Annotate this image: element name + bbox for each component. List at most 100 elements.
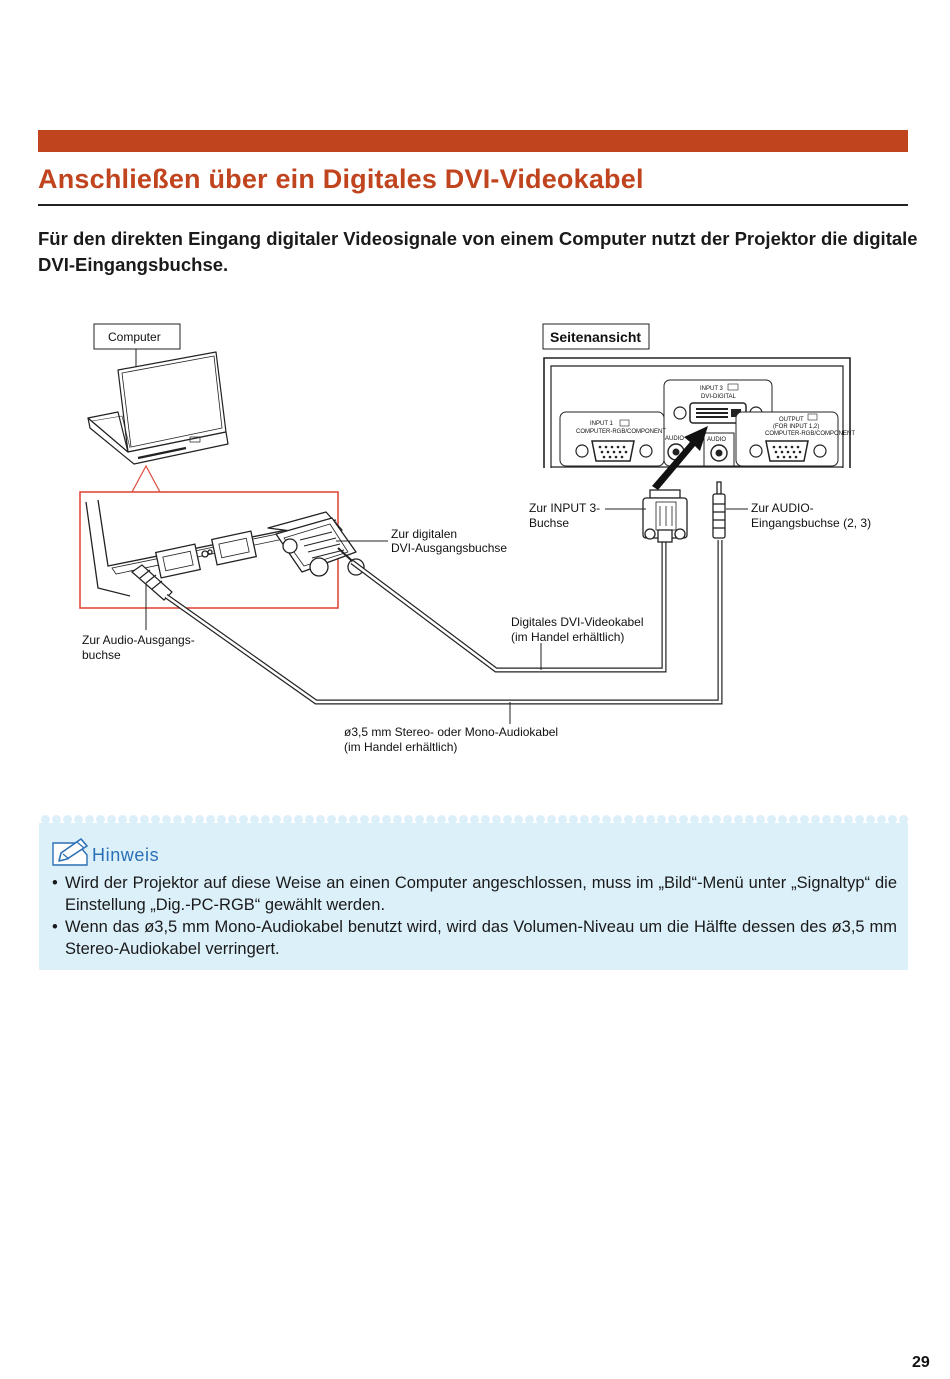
- note-edge-dot: [228, 815, 237, 824]
- note-title: Hinweis: [92, 845, 160, 865]
- note-edge-dot: [844, 815, 853, 824]
- dvi-output-label-line2: DVI-Ausgangsbuchse: [391, 541, 507, 555]
- note-edge-dot: [184, 815, 193, 824]
- audio-input-label-line1: Zur AUDIO-: [751, 501, 814, 515]
- panel-input1-label: INPUT 1: [590, 421, 614, 427]
- note-edge-dot: [767, 815, 776, 824]
- note-edge-dot: [96, 815, 105, 824]
- note-edge-dot: [327, 815, 336, 824]
- note-edge-dot: [745, 815, 754, 824]
- dvi-cable-label-line1: Digitales DVI-Videokabel: [511, 615, 644, 629]
- note-edge-dot: [492, 815, 501, 824]
- note-edge-dot: [723, 815, 732, 824]
- dvi-plug-laptop: [267, 511, 365, 577]
- note-edge-dot: [426, 815, 435, 824]
- side-view-label: Seitenansicht: [550, 329, 641, 345]
- page-number: 29: [912, 1354, 930, 1371]
- note-edge-dot: [536, 815, 545, 824]
- note-edge-dot: [250, 815, 259, 824]
- note-edge-dot: [503, 815, 512, 824]
- audio-plug-laptop: [131, 564, 173, 601]
- dvi-output-label-line1: Zur digitalen: [391, 527, 457, 541]
- panel-output-label: OUTPUT: [779, 417, 804, 423]
- note-edge-dot: [338, 815, 347, 824]
- note-edge-dot: [195, 815, 204, 824]
- audio-input-label-line2: Eingangsbuchse (2, 3): [751, 516, 871, 530]
- dvi-cable: [350, 540, 667, 673]
- note-edge-dot: [415, 815, 424, 824]
- page-title: Anschließen über ein Digitales DVI-Video…: [38, 164, 644, 194]
- note-edge-dot: [877, 815, 886, 824]
- input3-label-line1: Zur INPUT 3-: [529, 501, 600, 515]
- note-edge-dot: [448, 815, 457, 824]
- pencil-note-icon: [52, 838, 88, 866]
- note-edge-dot: [679, 815, 688, 824]
- note-edge-dot: [283, 815, 292, 824]
- header-color-bar: [38, 130, 908, 152]
- note-edge-dot: [129, 815, 138, 824]
- laptop-illustration: [87, 351, 229, 465]
- note-edge-dot: [525, 815, 534, 824]
- vga-port-input1: [591, 440, 635, 462]
- note-edge-dot: [778, 815, 787, 824]
- note-edge-dot: [734, 815, 743, 824]
- audio-cable-label-line1: ø3,5 mm Stereo- oder Mono-Audiokabel: [344, 725, 558, 739]
- audio-output-label-line2: buchse: [82, 648, 121, 662]
- note-edge-dot: [800, 815, 809, 824]
- dvi-cable-label-line2: (im Handel erhältlich): [511, 630, 624, 644]
- note-edge-dot: [646, 815, 655, 824]
- note-edge-dot: [217, 815, 226, 824]
- intro-text: Für den direkten Eingang digitaler Video…: [38, 228, 918, 275]
- note-edge-dot: [107, 815, 116, 824]
- audio-cable-label-line2: (im Handel erhältlich): [344, 740, 457, 754]
- note-edge-dot: [470, 815, 479, 824]
- note-edge-dot: [613, 815, 622, 824]
- panel-input1-sublabel: COMPUTER-RGB/COMPONENT: [576, 429, 666, 435]
- dvi-plug-projector: [642, 489, 688, 543]
- note-edge-dot: [668, 815, 677, 824]
- note-box: Hinweis Wird der Projektor auf diese Wei…: [39, 815, 908, 970]
- panel-input3-sublabel: DVI-DIGITAL: [701, 394, 737, 400]
- note-edge-dot: [404, 815, 413, 824]
- connection-diagram: Computer: [79, 323, 871, 754]
- note-edge-dot: [690, 815, 699, 824]
- note-edge-dot: [833, 815, 842, 824]
- note-edge-dot: [162, 815, 171, 824]
- note-edge-dot: [789, 815, 798, 824]
- audio-plug-projector: [712, 481, 726, 539]
- note-edge-dot: [712, 815, 721, 824]
- note-edge-dot: [580, 815, 589, 824]
- note-edge-dot: [437, 815, 446, 824]
- note-edge-dot: [701, 815, 710, 824]
- note-edge-dot: [74, 815, 83, 824]
- note-edge-dot: [63, 815, 72, 824]
- computer-label: Computer: [108, 330, 161, 344]
- audio-output-label-line1: Zur Audio-Ausgangs-: [82, 633, 195, 647]
- computer-label-box: [93, 323, 181, 350]
- note-edge-dot: [261, 815, 270, 824]
- note-edge-dot: [822, 815, 831, 824]
- note-edge-dot: [602, 815, 611, 824]
- note-list: Wird der Projektor auf diese Weise an ei…: [51, 872, 897, 960]
- note-edge-dot: [899, 815, 908, 824]
- panel-audio-left-label: AUDIO: [665, 436, 684, 442]
- note-edge-dot: [481, 815, 490, 824]
- panel-output-sublabel: (FOR INPUT 1,2): [773, 424, 819, 430]
- side-view-label-box: [542, 323, 650, 350]
- arrow-to-dvi-port: [652, 426, 708, 490]
- note-edge-dot: [349, 815, 358, 824]
- note-edge-dot: [316, 815, 325, 824]
- note-edge-dot: [459, 815, 468, 824]
- note-edge-dot: [239, 815, 248, 824]
- note-edge-dot: [756, 815, 765, 824]
- panel-output-type-label: COMPUTER-RGB/COMPONENT: [765, 431, 855, 437]
- note-edge-dot: [657, 815, 666, 824]
- panel-audio-right-label: AUDIO: [707, 437, 726, 443]
- note-edge-dot: [624, 815, 633, 824]
- projector-rear-panel: INPUT 3 DVI-DIGITAL INPUT 1 COMPUTER-RGB…: [543, 357, 855, 468]
- panel-input3-label: INPUT 3: [700, 386, 724, 392]
- vga-port-output: [765, 440, 809, 462]
- note-edge-dot: [118, 815, 127, 824]
- note-edge-dot: [547, 815, 556, 824]
- note-edge-dot: [855, 815, 864, 824]
